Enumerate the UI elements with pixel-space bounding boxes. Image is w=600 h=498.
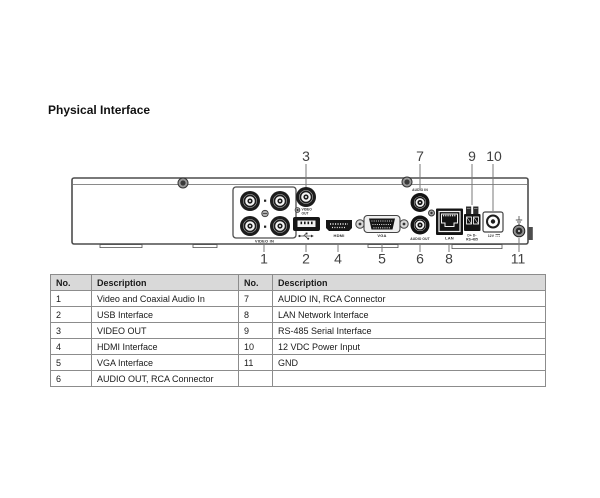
vga-port: VGA	[355, 214, 409, 238]
video-in-connector-group: VIDEO IN	[232, 186, 297, 244]
callout-7: 7	[416, 148, 424, 164]
audio-out-connector: AUDIO OUT	[410, 215, 430, 241]
video-out-label: OUT	[302, 212, 309, 216]
callout-6: 6	[416, 251, 424, 267]
table-cell: RS-485 Serial Interface	[272, 322, 546, 339]
dc-symbol-icon	[495, 234, 500, 237]
audio-out-label: AUDIO OUT	[410, 237, 429, 241]
table-cell: AUDIO IN, RCA Connector	[272, 290, 546, 307]
callout-3: 3	[302, 148, 310, 164]
panel-screw	[177, 177, 189, 189]
callout-1: 1	[260, 251, 268, 267]
callout-lines	[263, 164, 520, 252]
hdmi-port: HDMI	[326, 220, 352, 238]
bnc-connector	[270, 191, 290, 211]
chassis-foot	[99, 244, 143, 249]
page-title: Physical Interface	[48, 103, 151, 117]
video-out-label: VIDEO	[302, 208, 313, 212]
callout-numbers: 3 7 9 10 1 2 4 5 6 8 11	[260, 148, 525, 267]
callout-8: 8	[445, 251, 453, 267]
table-row: 6 AUDIO OUT, RCA Connector	[50, 370, 546, 387]
video-in-label: VIDEO IN	[255, 239, 274, 244]
audio-in-connector: AUDIO IN	[410, 188, 435, 217]
rs485-terminal: D+ D- RS-485	[464, 206, 481, 241]
table-row: 5 VGA Interface 11 GND	[50, 354, 546, 371]
table-cell: HDMI Interface	[91, 338, 239, 355]
power-label: 12V	[488, 234, 495, 238]
table-cell: 12 VDC Power Input	[272, 338, 546, 355]
table-cell: 10	[238, 338, 273, 355]
rear-panel-diagram: VIDEO IN VIDEO OUT HDMI	[71, 148, 533, 267]
bnc-connector	[270, 216, 290, 236]
side-tab	[528, 227, 533, 240]
panel-screw	[401, 176, 413, 188]
hdmi-label: HDMI	[333, 233, 344, 238]
gnd-screw	[512, 216, 526, 238]
table-cell: 4	[50, 338, 92, 355]
table-cell: 5	[50, 354, 92, 371]
callout-5: 5	[378, 251, 386, 267]
table-cell: GND	[272, 354, 546, 371]
header-description-right: Description	[272, 274, 546, 291]
power-jack: 12V	[482, 211, 504, 238]
chassis-foot	[367, 244, 399, 249]
callout-10: 10	[486, 148, 502, 164]
table-row: 4 HDMI Interface 10 12 VDC Power Input	[50, 338, 546, 355]
chassis-foot	[192, 244, 218, 249]
table-cell: AUDIO OUT, RCA Connector	[91, 370, 239, 387]
table-cell: VIDEO OUT	[91, 322, 239, 339]
table-row: 3 VIDEO OUT 9 RS-485 Serial Interface	[50, 322, 546, 339]
table-cell: VGA Interface	[91, 354, 239, 371]
table-cell: Video and Coaxial Audio In	[91, 290, 239, 307]
video-out-connector: VIDEO OUT	[294, 187, 316, 216]
lan-label: LAN	[445, 236, 454, 241]
rs485-pins-label: D+ D-	[467, 234, 476, 238]
table-cell	[238, 370, 273, 387]
bnc-connector	[240, 216, 260, 236]
header-description-left: Description	[91, 274, 239, 291]
table-header-row: No. Description No. Description	[50, 274, 546, 291]
lan-port: LAN	[436, 208, 463, 241]
table-cell: 8	[238, 306, 273, 323]
table-cell: USB Interface	[91, 306, 239, 323]
ground-icon	[515, 216, 523, 225]
center-screw	[261, 209, 269, 218]
table-row: 1 Video and Coaxial Audio In 7 AUDIO IN,…	[50, 290, 546, 307]
table-cell: LAN Network Interface	[272, 306, 546, 323]
table-cell: 1	[50, 290, 92, 307]
bnc-connector	[240, 191, 260, 211]
usb-icon	[298, 232, 314, 240]
callout-2: 2	[302, 251, 310, 267]
interface-table: No. Description No. Description 1 Video …	[50, 274, 546, 387]
table-row: 2 USB Interface 8 LAN Network Interface	[50, 306, 546, 323]
table-cell	[272, 370, 546, 387]
table-cell: 9	[238, 322, 273, 339]
table-cell: 6	[50, 370, 92, 387]
rs485-label: RS-485	[466, 237, 478, 241]
callout-11: 11	[511, 251, 526, 267]
table-cell: 3	[50, 322, 92, 339]
callout-4: 4	[334, 251, 342, 267]
header-no-left: No.	[50, 274, 92, 291]
table-cell: 7	[238, 290, 273, 307]
table-cell: 2	[50, 306, 92, 323]
usb-port	[293, 217, 320, 240]
vga-label: VGA	[377, 233, 386, 238]
callout-9: 9	[468, 148, 476, 164]
table-cell: 11	[238, 354, 273, 371]
chassis-foot	[451, 244, 503, 250]
header-no-right: No.	[238, 274, 273, 291]
audio-in-label: AUDIO IN	[412, 188, 428, 192]
